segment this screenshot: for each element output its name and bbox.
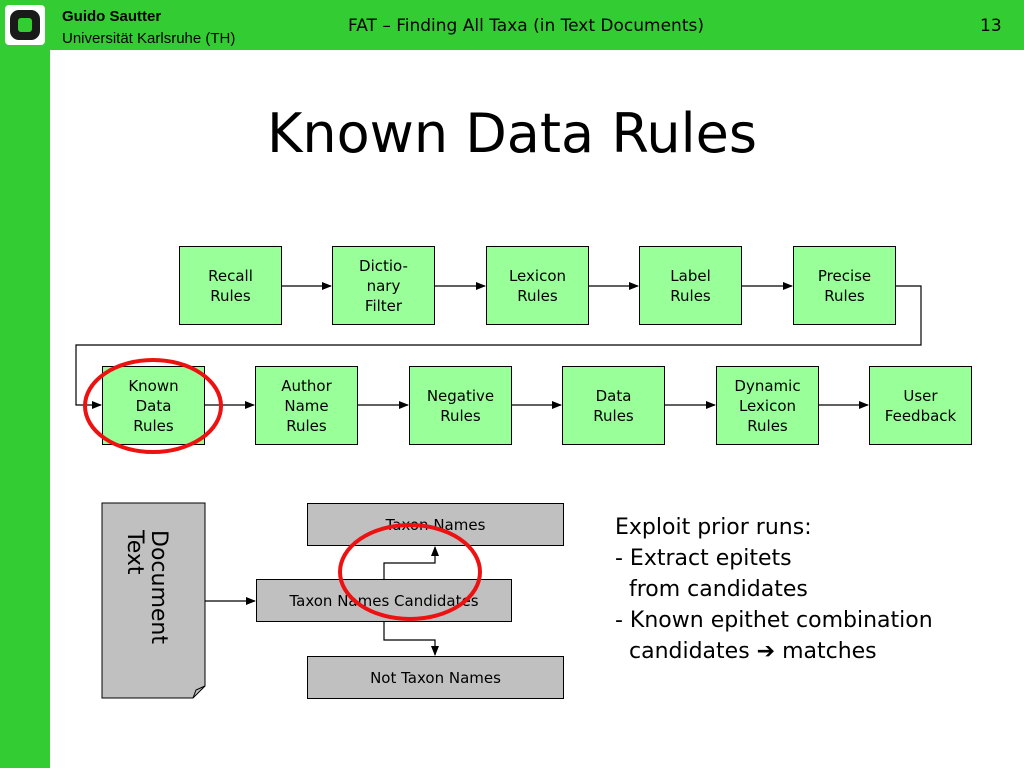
rule-box-dynamic-lexicon: Dynamic Lexicon Rules [716, 366, 819, 445]
highlight-circle-known-data [83, 358, 223, 454]
sidebar-band [0, 0, 50, 768]
arrow-candidates-to-not-taxon-names [383, 622, 439, 656]
rule-box-user-feedback: User Feedback [869, 366, 972, 445]
university-logo [5, 5, 45, 45]
header-band [0, 0, 1024, 50]
rule-box-known-data: Known Data Rules [102, 366, 205, 445]
rule-box-recall: Recall Rules [179, 246, 282, 325]
page-number: 13 [980, 16, 1002, 36]
author-name: Guido Sautter [62, 8, 162, 25]
note-line: candidates ➔ matches [615, 639, 877, 664]
note-line: Exploit prior runs: [615, 515, 812, 540]
arrow-candidates-to-taxon-names [383, 546, 439, 579]
note-line: - Extract epitets [615, 546, 792, 571]
note-line: - Known epithet combination [615, 608, 933, 633]
not-taxon-names-box: Not Taxon Names [307, 656, 564, 699]
note-line: from candidates [615, 577, 808, 602]
rule-box-label: Label Rules [639, 246, 742, 325]
arrow-precise-to-known-data [75, 285, 922, 409]
document-text-label: Document Text [122, 530, 171, 644]
rule-box-negative: Negative Rules [409, 366, 512, 445]
rule-box-precise: Precise Rules [793, 246, 896, 325]
highlight-circle-taxon-names [338, 523, 482, 621]
rule-box-dictionary-filter: Dictio- nary Filter [332, 246, 435, 325]
taxon-names-box: Taxon Names [307, 503, 564, 546]
presentation-subtitle: FAT – Finding All Taxa (in Text Document… [348, 16, 704, 36]
notes-text: Exploit prior runs: - Extract epitets fr… [615, 512, 933, 667]
slide-title: Known Data Rules [266, 102, 757, 165]
institution-name: Universität Karlsruhe (TH) [62, 30, 236, 47]
rule-box-data: Data Rules [562, 366, 665, 445]
rule-box-author-name: Author Name Rules [255, 366, 358, 445]
rule-box-lexicon: Lexicon Rules [486, 246, 589, 325]
